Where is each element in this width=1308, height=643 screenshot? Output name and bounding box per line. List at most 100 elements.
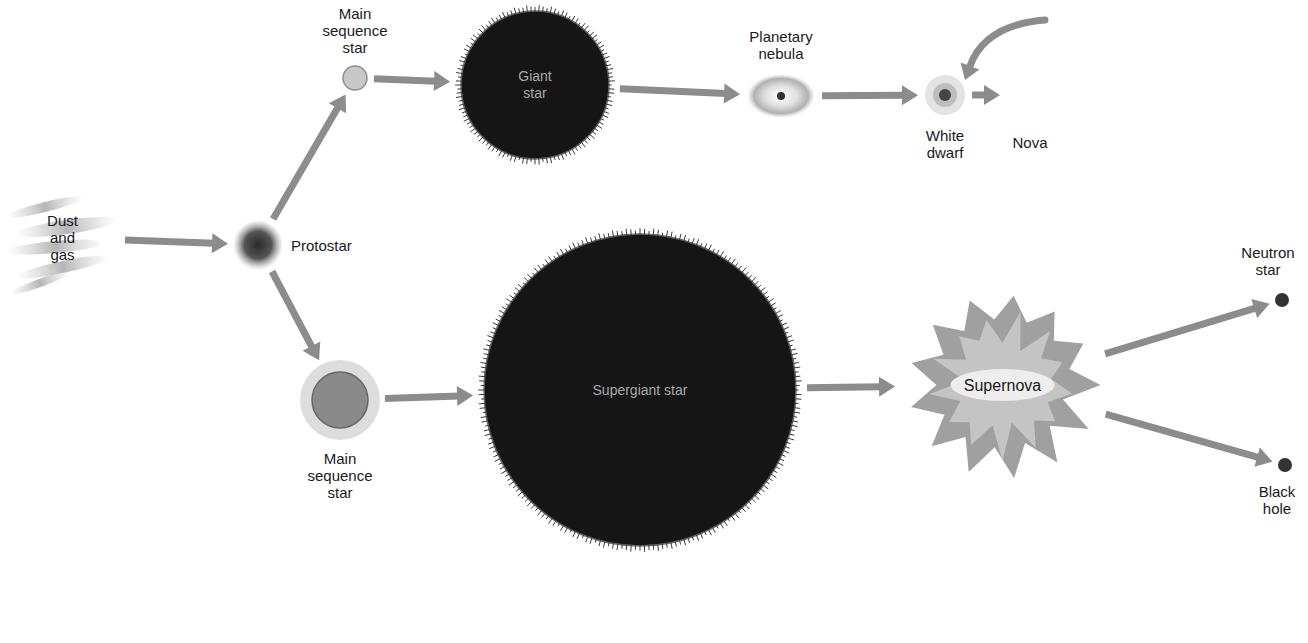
star-rim-spike	[538, 265, 542, 270]
arrow-shaft	[822, 92, 904, 100]
star-rim-spike	[506, 304, 510, 306]
star-rim-spike	[581, 23, 585, 28]
star-rim-spike	[773, 470, 778, 473]
star-rim-spike	[493, 328, 498, 330]
star-disc	[484, 234, 796, 546]
star-rim-spike	[608, 80, 615, 81]
supernova-burst	[911, 296, 1100, 478]
remnant-dot	[1278, 458, 1292, 472]
star-rim-spike	[481, 367, 487, 369]
star-rim-spike	[514, 293, 517, 296]
nova-shape	[1005, 84, 1055, 106]
star-rim-spike	[768, 478, 773, 481]
star-rim-spike	[735, 513, 739, 518]
star-rim-spike	[523, 283, 526, 286]
arrowhead	[1254, 448, 1272, 467]
star-rim-spike	[786, 336, 792, 338]
star-rim-spike	[483, 412, 487, 414]
star-rim-spike	[760, 288, 765, 292]
flow-arrow	[1106, 414, 1273, 467]
star-rim-spike	[457, 88, 462, 89]
star-rim-spike	[794, 376, 800, 378]
star-rim-spike	[542, 158, 544, 162]
star-rim-spike	[493, 450, 497, 452]
star-rim-spike	[591, 238, 593, 243]
star-rim-spike	[675, 541, 676, 547]
star-rim-spike	[791, 353, 798, 355]
arrow-shaft	[1105, 308, 1256, 354]
flow-arrow	[1105, 299, 1270, 354]
stage-label: Supernova	[948, 376, 1058, 395]
star-rim-spike	[481, 416, 488, 417]
star-rim-spike	[779, 320, 783, 322]
main-sequence-star: Main sequence star	[341, 64, 369, 92]
star-rim-spike	[765, 481, 769, 484]
star-rim-spike	[716, 250, 719, 255]
star-rim-spike	[787, 438, 794, 440]
star-rim-spike	[599, 233, 601, 240]
arrowhead	[724, 84, 740, 104]
star-rim-spike	[608, 85, 612, 86]
star-rim-spike	[505, 474, 509, 477]
star-rim-spike	[490, 332, 495, 334]
star-rim-spike	[793, 367, 800, 369]
planetary-nebula: Planetary nebula	[745, 72, 817, 120]
flow-arrow	[385, 386, 473, 406]
main-sequence-star-shape	[300, 360, 380, 440]
star-rim-spike	[479, 403, 486, 405]
star-rim-spike	[518, 492, 523, 497]
arrow-shaft	[1106, 414, 1259, 457]
star-rim-spike	[478, 33, 481, 36]
star-rim-spike	[712, 527, 715, 533]
stage-label: White dwarf	[920, 127, 970, 161]
star-rim-spike	[558, 11, 559, 15]
star-rim-spike	[724, 520, 728, 526]
star-rim-spike	[501, 470, 507, 474]
dwarf-halo	[933, 83, 957, 107]
star-rim-spike	[589, 134, 594, 139]
star-rim-spike	[617, 543, 619, 550]
star-rim-spike	[696, 239, 699, 245]
star-rim-spike	[748, 275, 752, 279]
star-rim-spike	[466, 45, 472, 48]
star-rim-spike	[489, 438, 493, 439]
star-rim-spike	[471, 38, 476, 42]
arrowhead	[984, 85, 1000, 105]
supernova-burst	[929, 312, 1072, 461]
flow-arrow	[273, 94, 346, 219]
star-rim-spike	[666, 543, 668, 548]
star-rim-spike	[524, 277, 529, 282]
star-rim-spike	[499, 310, 505, 313]
star-rim-spike	[533, 273, 536, 276]
star-rim-spike	[793, 412, 800, 414]
star-rim-spike	[590, 537, 592, 543]
star-rim-spike	[789, 345, 793, 346]
star-rim-spike	[630, 545, 631, 552]
star-rim-spike	[791, 425, 798, 427]
star-rim-spike	[662, 543, 664, 549]
star-rim-spike	[482, 421, 489, 422]
dust-cloud: Dust and gas	[5, 185, 120, 290]
star-rim-spike	[503, 152, 506, 158]
stage-label: Protostar	[291, 237, 381, 254]
star-rim-spike	[455, 85, 462, 86]
star-rim-spike	[644, 545, 645, 552]
protostar-blob	[233, 220, 283, 270]
star-rim-spike	[479, 137, 484, 142]
star-rim-spike	[587, 137, 591, 141]
star-rim-spike	[519, 156, 521, 160]
arrowhead	[212, 233, 228, 253]
star-rim-spike	[527, 501, 532, 506]
white-dwarf-shape	[923, 73, 967, 117]
star-rim-spike	[479, 29, 483, 33]
star-rim-spike	[480, 362, 487, 363]
arrow-shaft	[620, 89, 726, 94]
star-rim-spike	[531, 504, 535, 508]
star-rim-spike	[613, 543, 614, 549]
star-rim-spike	[745, 504, 750, 509]
star-rim-spike	[486, 142, 489, 146]
star-rim-spike	[558, 154, 560, 160]
star-rim-spike	[666, 231, 667, 238]
star-rim-spike	[783, 450, 789, 453]
star-rim-spike	[595, 236, 597, 241]
